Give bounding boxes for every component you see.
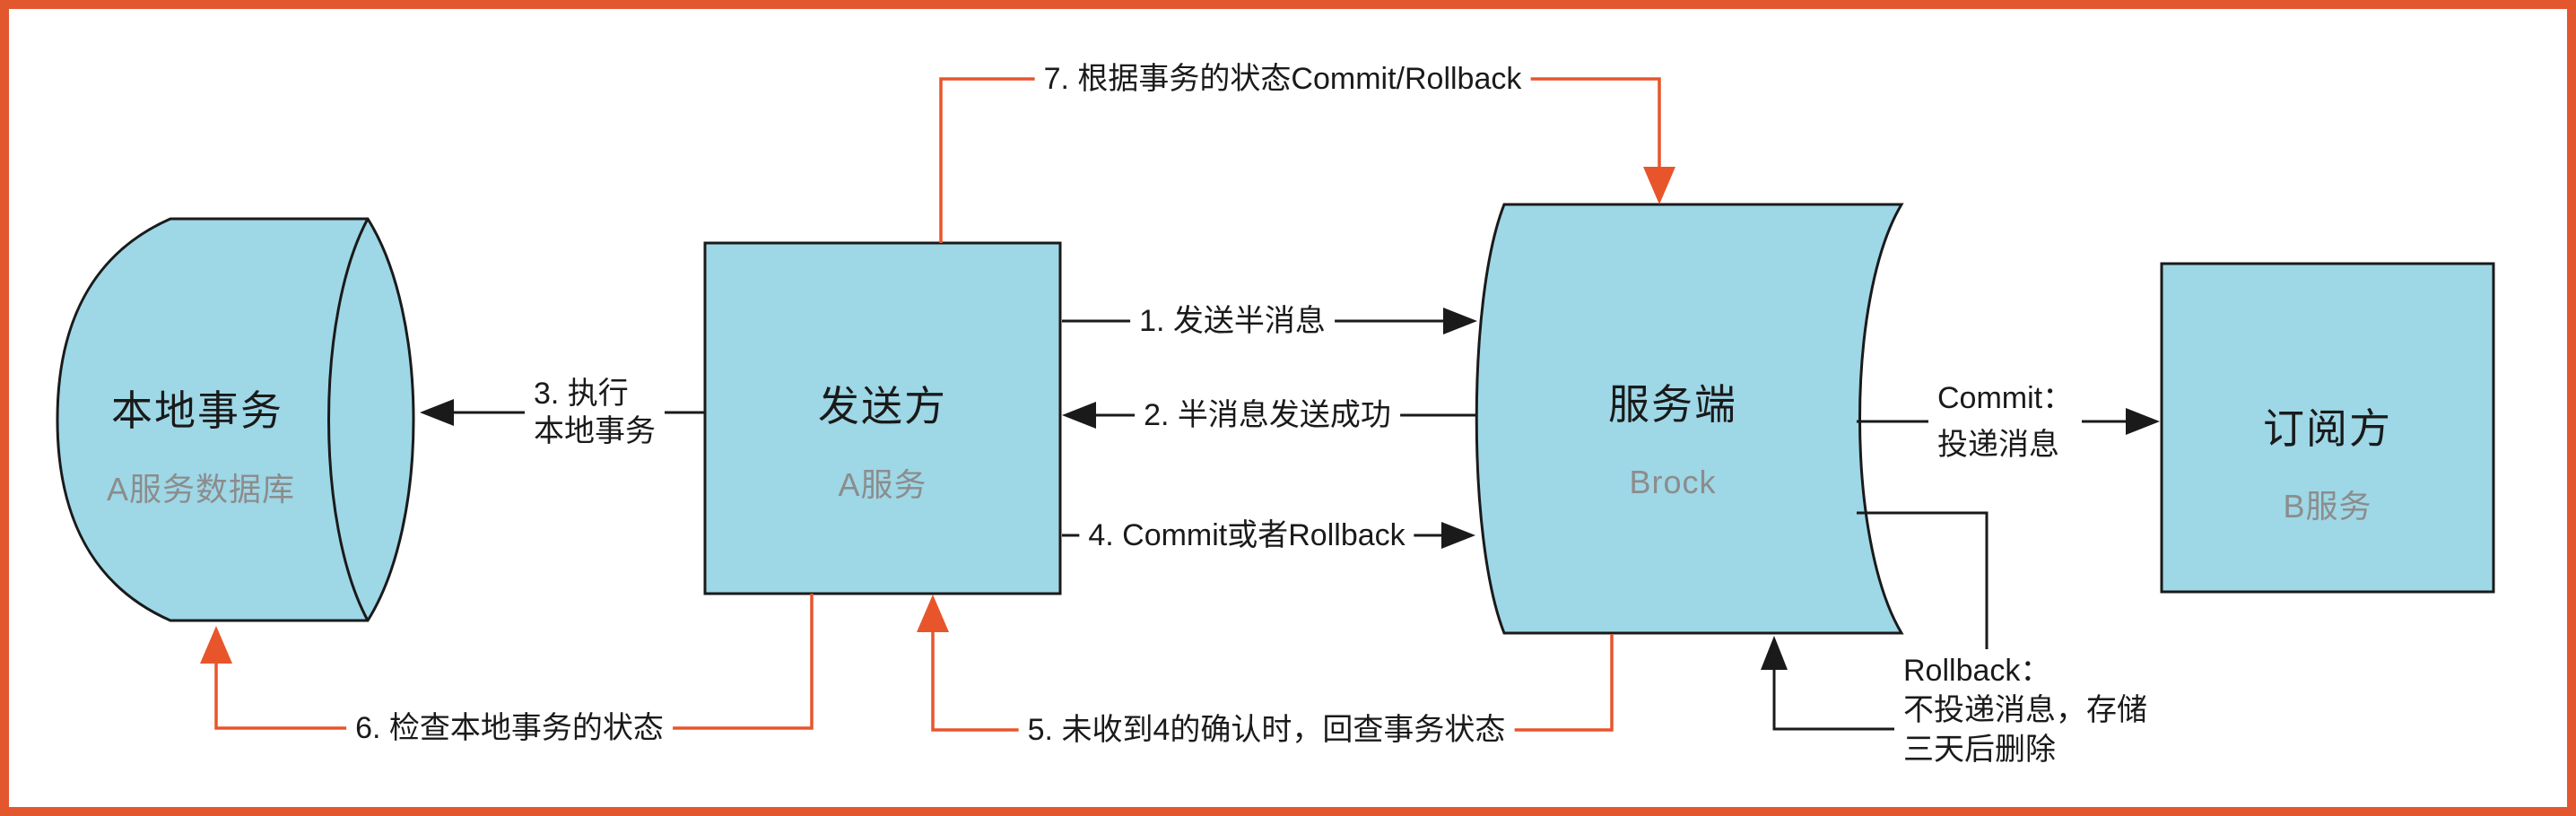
local-db-cylinder-shape [56, 217, 415, 622]
edge-step3-label: 3. 执行 本地事务 [525, 373, 665, 452]
edge-step4-arrowhead [1441, 522, 1475, 549]
edge-step1-arrowhead [1443, 308, 1477, 334]
edge-rollback-label: Rollback： 不投递消息，存储 三天后删除 [1894, 649, 2156, 771]
edge-step4-label: 4. Commit或者Rollback [1079, 515, 1414, 556]
edge-step3-arrowhead [420, 399, 454, 426]
broker-shape [1475, 203, 1904, 635]
subscriber-subtitle: B服务 [2283, 488, 2372, 525]
local-db-title: 本地事务 [111, 387, 283, 434]
edge-step6-arrowhead [200, 626, 232, 664]
local-db-cylinder-seam [327, 218, 370, 621]
edge-rollback-in-arrowhead [1761, 636, 1788, 670]
edge-step7-label: 7. 根据事务的状态Commit/Rollback [1034, 58, 1531, 100]
edge-step2-arrowhead [1062, 402, 1096, 429]
subscriber-box-shape [2160, 262, 2495, 594]
edge-step7-arrowhead [1643, 167, 1675, 204]
sender-box-shape [703, 241, 1062, 595]
edge-step5-arrowhead [917, 595, 949, 632]
edge-step1-label: 1. 发送半消息 [1130, 300, 1335, 342]
subscriber-title: 订阅方 [2263, 405, 2392, 452]
edge-rollback-in-line [1772, 670, 1894, 731]
edge-step2-label: 2. 半消息发送成功 [1135, 395, 1400, 436]
edge-step5-label: 5. 未收到4的确认时，回查事务状态 [1018, 709, 1515, 751]
local-db-subtitle: A服务数据库 [106, 471, 296, 508]
sender-subtitle: A服务 [838, 466, 927, 503]
edge-rollback-out-line [1857, 511, 1989, 659]
edge-step6-label: 6. 检查本地事务的状态 [346, 707, 673, 749]
broker-title: 服务端 [1608, 381, 1737, 428]
sender-title: 发送方 [818, 383, 947, 430]
broker-subtitle: Brock [1629, 464, 1717, 500]
edge-commit-label: Commit： 投递消息 [1928, 373, 2083, 470]
edge-commit-arrowhead [2126, 408, 2160, 435]
